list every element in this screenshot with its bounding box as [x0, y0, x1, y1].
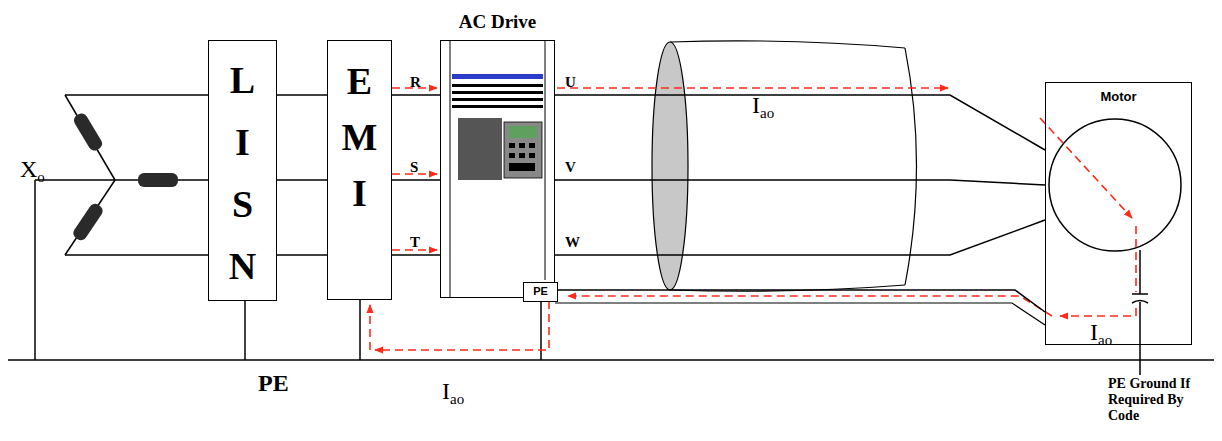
wire [555, 95, 1045, 150]
cable-shield [652, 41, 917, 291]
current-label: Iao [1090, 319, 1112, 349]
ground-note: PE Ground If Required By Code [1108, 376, 1208, 424]
motor-box: Motor [1045, 82, 1192, 345]
current-label: Iao [442, 378, 464, 408]
wire [392, 179, 440, 181]
emi-filter-box-text: E M I [339, 41, 381, 221]
stray-capacitor [1132, 250, 1148, 303]
wire [392, 94, 440, 96]
source-neutral-label: Xo [20, 156, 45, 186]
phase-label: S [410, 159, 418, 176]
wire [277, 94, 327, 96]
phase-label: V [565, 159, 576, 176]
ground-bus [8, 298, 1214, 375]
drive-panel [450, 40, 545, 298]
pe-terminal: PE [523, 282, 558, 302]
phase-label: T [410, 234, 420, 251]
source-transformer [35, 95, 208, 360]
drive-heading: AC Drive [441, 11, 554, 33]
wire [277, 179, 327, 181]
wire [277, 254, 327, 256]
current-label: Iao [752, 92, 774, 122]
ac-drive-box: PEAC Drive [440, 40, 555, 298]
pe-terminal-text: PE [524, 283, 557, 298]
wire [558, 290, 1045, 312]
emi-filter-box: E M I [327, 40, 392, 300]
transformer-coil [71, 111, 178, 242]
lisn-box: L I S N [208, 40, 277, 301]
motor-box-text: Motor [1046, 83, 1191, 104]
phase-label: W [565, 234, 580, 251]
phase-label: U [565, 74, 576, 91]
motor-rotor [1049, 119, 1181, 251]
phase-label: R [410, 74, 421, 91]
lisn-box-text: L I S N [222, 41, 264, 297]
wire [555, 220, 1045, 255]
current-path [370, 88, 1136, 350]
ground-label: PE [258, 370, 289, 397]
wire [392, 254, 440, 256]
shield-conductor [555, 303, 1045, 325]
wire [555, 180, 1045, 185]
